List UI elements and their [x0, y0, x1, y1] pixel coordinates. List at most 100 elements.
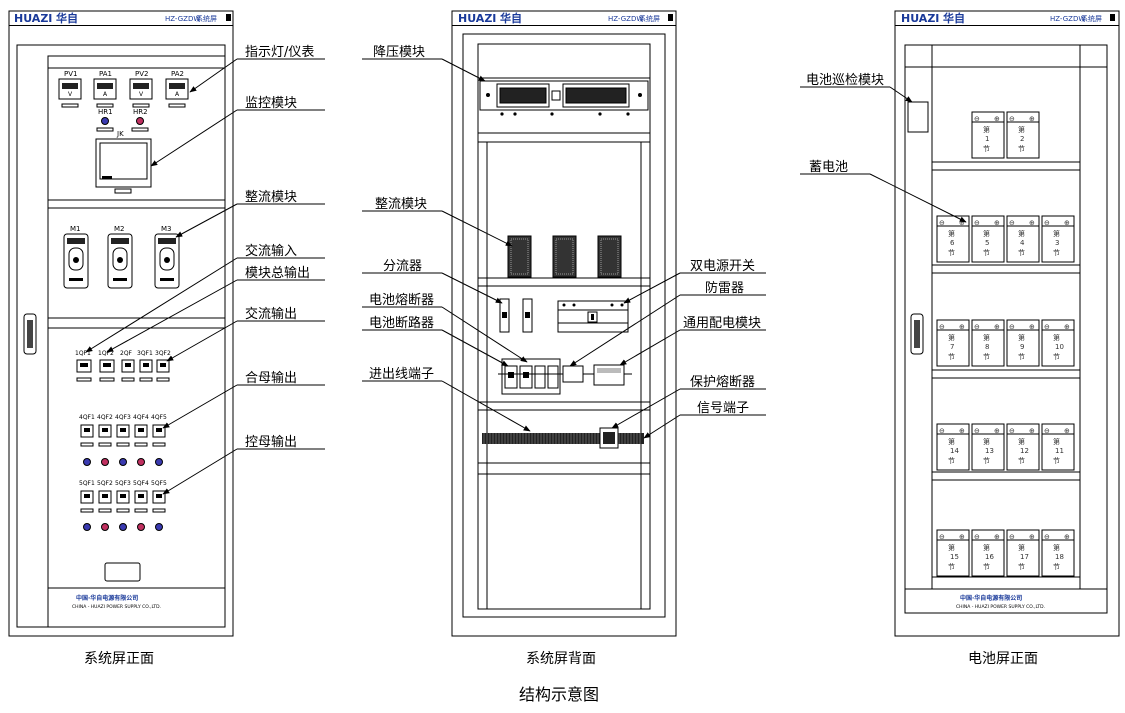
- footer-cn: 中国·华自电源有限公司: [960, 594, 1022, 602]
- battery-terminal-negative-icon: ⊖: [974, 115, 980, 123]
- battery-terminal-positive-icon: ⊕: [1064, 323, 1070, 331]
- lamp-icon: [119, 458, 127, 466]
- svg-text:1QF1: 1QF1: [75, 350, 91, 357]
- caption-battery: 电池屏正面: [968, 651, 1038, 667]
- battery-labels: 电池巡检模块 蓄电池: [800, 73, 967, 223]
- battery-terminal-positive-icon: ⊕: [1029, 219, 1035, 227]
- svg-text:节: 节: [983, 353, 990, 361]
- svg-text:节: 节: [1018, 353, 1025, 361]
- back-right-labels: 双电源开关 防雷器 通用配电模块 保护熔断器 信号端子: [569, 259, 766, 439]
- label-surge-protector: 防雷器: [705, 280, 744, 296]
- back-panel: HUAZI 华自 HZ-GZDW 系统屏: [451, 10, 677, 637]
- label-monitor-module: 监控模块: [245, 96, 297, 111]
- svg-text:M1: M1: [70, 225, 81, 233]
- cabinet-lock: [104, 562, 141, 582]
- svg-text:节: 节: [1018, 563, 1025, 571]
- brand-logo-cn: 华自: [943, 11, 965, 25]
- lamp-icon: [83, 458, 91, 466]
- lamp-icon: [101, 458, 109, 466]
- battery-terminal-negative-icon: ⊖: [1009, 323, 1015, 331]
- battery-cell-number: 15: [950, 553, 959, 561]
- svg-text:第: 第: [1053, 333, 1060, 342]
- shunts: [499, 298, 533, 333]
- lamp-icon: [155, 523, 163, 531]
- brand-model: HZ-GZDW: [1050, 15, 1085, 23]
- battery-terminal-positive-icon: ⊕: [994, 219, 1000, 227]
- battery-terminal-positive-icon: ⊕: [994, 427, 1000, 435]
- svg-text:4QF1: 4QF1: [79, 414, 95, 421]
- battery-cell-number: 11: [1055, 447, 1064, 455]
- meter-label: PV2: [135, 70, 148, 78]
- footer-cn: 中国·华自电源有限公司: [76, 594, 138, 602]
- battery-terminal-positive-icon: ⊕: [959, 533, 965, 541]
- battery-cell-number: 7: [950, 343, 954, 351]
- diagram-title: 结构示意图: [519, 685, 599, 704]
- svg-text:节: 节: [1018, 249, 1025, 257]
- battery-inspection-module: [907, 101, 929, 133]
- svg-text:4QF4: 4QF4: [133, 414, 149, 421]
- label-dual-power-switch: 双电源开关: [690, 259, 755, 274]
- footer-en: CHINA - HUAZI POWER SUPPLY CO.,LTD.: [956, 604, 1045, 610]
- battery-fuse-breaker-group: [498, 358, 632, 395]
- breaker-row-closing-bus: 4QF1 4QF2 4QF3 4QF4 4QF5: [79, 414, 167, 466]
- lamp-icon: [137, 458, 145, 466]
- label-rectifier-module-rear: 整流模块: [375, 197, 427, 212]
- dual-power-switch: [557, 300, 629, 333]
- jk-label: JK: [116, 130, 124, 138]
- battery-terminal-positive-icon: ⊕: [1064, 219, 1070, 227]
- battery-cell: ⊖⊕第9节: [1006, 319, 1040, 367]
- svg-text:HR2: HR2: [133, 108, 148, 116]
- svg-text:1QF2: 1QF2: [98, 350, 114, 357]
- battery-terminal-positive-icon: ⊕: [959, 323, 965, 331]
- svg-text:节: 节: [948, 249, 955, 257]
- label-indicator-meter: 指示灯/仪表: [245, 45, 314, 60]
- meter-label: PA2: [171, 70, 184, 78]
- svg-text:节: 节: [1018, 145, 1025, 153]
- meter-group: PV1 V PA1 A PV2 V PA2 A: [58, 70, 189, 108]
- indicator-lamps: HR1 HR2 JK: [96, 108, 149, 138]
- battery-terminal-positive-icon: ⊕: [1029, 115, 1035, 123]
- svg-text:A: A: [175, 91, 180, 98]
- svg-text:节: 节: [948, 353, 955, 361]
- battery-terminal-positive-icon: ⊕: [1029, 323, 1035, 331]
- battery-terminal-positive-icon: ⊕: [1064, 427, 1070, 435]
- brand-logo: HUAZI: [14, 12, 52, 25]
- meter-label: PA1: [99, 70, 112, 78]
- battery-terminal-positive-icon: ⊕: [994, 323, 1000, 331]
- lamp-icon: [83, 523, 91, 531]
- battery-cell-number: 3: [1055, 239, 1059, 247]
- qr-icon: [668, 14, 673, 21]
- battery-terminal-negative-icon: ⊖: [1009, 427, 1015, 435]
- svg-text:M2: M2: [114, 225, 125, 233]
- label-ac-output: 交流输出: [245, 306, 297, 322]
- lamp-icon: [137, 523, 145, 531]
- caption-front: 系统屏正面: [84, 651, 154, 667]
- svg-text:2QF: 2QF: [120, 350, 133, 357]
- svg-text:第: 第: [1053, 229, 1060, 238]
- battery-cells: ⊖⊕第1节⊖⊕第2节⊖⊕第6节⊖⊕第5节⊖⊕第4节⊖⊕第3节⊖⊕第7节⊖⊕第8节…: [936, 111, 1075, 577]
- brand-model-suffix: 系统屏: [1081, 14, 1102, 23]
- svg-text:节: 节: [983, 563, 990, 571]
- svg-text:节: 节: [983, 457, 990, 465]
- svg-text:5QF1: 5QF1: [79, 480, 95, 487]
- svg-text:第: 第: [948, 333, 955, 342]
- svg-text:第: 第: [1018, 229, 1025, 238]
- qr-icon: [1110, 14, 1115, 21]
- label-module-output: 模块总输出: [245, 265, 310, 281]
- svg-text:第: 第: [1018, 333, 1025, 342]
- label-rectifier-module: 整流模块: [245, 190, 297, 205]
- label-signal-terminal: 信号端子: [697, 401, 749, 416]
- label-shunt: 分流器: [383, 259, 422, 274]
- label-control-bus-output: 控母输出: [245, 434, 297, 450]
- svg-text:节: 节: [983, 249, 990, 257]
- breaker-row-control-bus: 5QF1 5QF2 5QF3 5QF4 5QF5: [79, 480, 167, 531]
- svg-text:V: V: [68, 91, 73, 98]
- lamp-icon: [101, 523, 109, 531]
- battery-terminal-positive-icon: ⊕: [959, 219, 965, 227]
- battery-cell: ⊖⊕第5节: [971, 215, 1005, 263]
- battery-terminal-negative-icon: ⊖: [1044, 323, 1050, 331]
